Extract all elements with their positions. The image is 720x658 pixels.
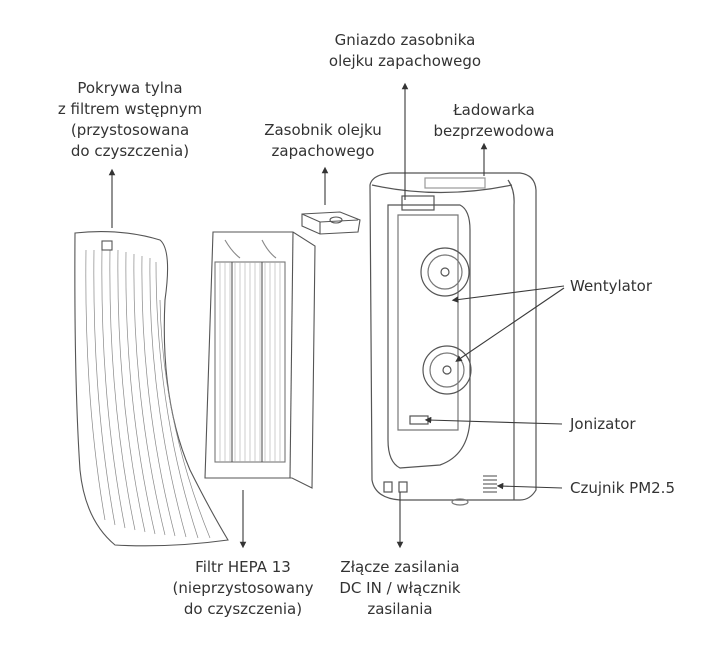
label-pm-sensor: Czujnik PM2.5 <box>570 479 675 497</box>
label-aroma-container: Zasobnik olejku zapachowego <box>264 121 382 160</box>
label-aroma-socket: Gniazdo zasobnika olejku zapachowego <box>328 31 482 70</box>
leader-lines <box>108 82 565 549</box>
label-fan: Wentylator <box>570 277 653 295</box>
label-hepa-filter: Filtr HEPA 13 (nieprzystosowany do czysz… <box>172 558 314 618</box>
label-power-connector: Złącze zasilania DC IN / włącznik zasila… <box>339 558 461 618</box>
back-cover-part <box>74 230 229 547</box>
hepa-filter-part <box>204 231 316 489</box>
aroma-container-part <box>301 211 361 235</box>
label-wireless-charger: Ładowarka bezprzewodowa <box>433 101 555 140</box>
purifier-body-part <box>369 172 537 506</box>
label-ionizer: Jonizator <box>570 415 636 433</box>
label-back-cover: Pokrywa tylna z filtrem wstępnym (przyst… <box>57 79 203 160</box>
